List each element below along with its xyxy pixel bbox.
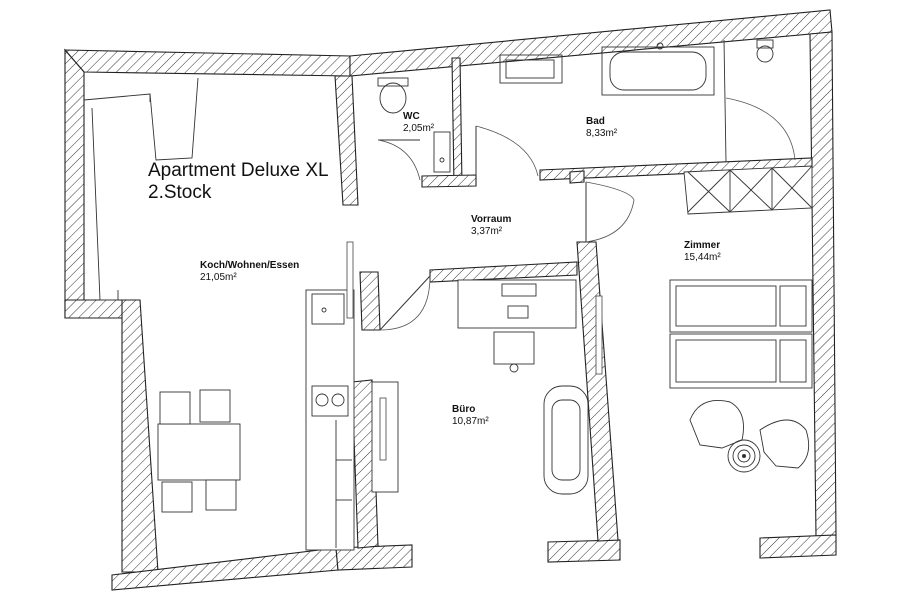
windows: [346, 241, 603, 461]
room-name-bad: Bad: [586, 116, 605, 127]
room-area-vorraum: 3,37m²: [471, 226, 503, 237]
monitor: [507, 305, 529, 319]
bathtub: [601, 46, 715, 96]
room-name-koch: Koch/Wohnen/Essen: [200, 260, 299, 271]
wall-bottom-mid-2: [547, 539, 621, 563]
room-name-zimmer: Zimmer: [684, 240, 720, 251]
wall-top-left: [63, 49, 351, 77]
window-vorraum: [346, 241, 354, 319]
chair-4: [205, 479, 237, 511]
toilet-tank: [377, 77, 409, 87]
buero-sofa: [543, 385, 589, 495]
room-name-wc: WC: [403, 111, 420, 122]
laptop: [501, 283, 537, 297]
koch-furniture: [83, 77, 355, 551]
chair-2: [199, 389, 231, 423]
lounge-outline: [83, 77, 199, 161]
room-area-bad: 8,33m²: [586, 128, 618, 139]
chair-office: [493, 331, 535, 365]
wall-left-upper: [64, 48, 85, 319]
dining-table: [157, 423, 241, 481]
wc-door-arc: [377, 139, 421, 181]
lounge-inner: [91, 107, 119, 301]
bad-door-arc: [475, 125, 539, 177]
wall-buero-top: [429, 261, 578, 283]
bad-fixtures: [499, 39, 796, 163]
bad-toilet: [756, 45, 774, 63]
wall-wc-bad: [451, 57, 463, 187]
window-zimmer: [595, 295, 603, 375]
wardrobe: [683, 165, 813, 215]
armchair-left: [689, 400, 744, 449]
labels: Apartment Deluxe XL 2.Stock WC 2,05m² Ba…: [148, 111, 721, 427]
wall-left-lower: [121, 299, 159, 573]
exterior-walls: [63, 9, 837, 591]
buero-furniture: [371, 279, 589, 495]
sink: [311, 293, 345, 325]
desk: [457, 279, 577, 329]
room-area-koch: 21,05m²: [200, 272, 237, 283]
wall-right: [809, 31, 837, 538]
wall-bottom-right: [759, 534, 837, 559]
chair-3: [161, 481, 193, 513]
shower-door-arc: [725, 97, 796, 161]
zimmer-furniture: [669, 165, 813, 473]
wall-bottom-mid-1: [335, 544, 413, 571]
bad-vanity: [499, 54, 563, 84]
room-area-buero: 10,87m²: [452, 416, 489, 427]
interior-walls: [334, 57, 813, 549]
wall-top-right: [349, 9, 833, 77]
wall-vorraum-left: [359, 271, 381, 331]
wall-koch-buero: [351, 379, 379, 549]
room-area-zimmer: 15,44m²: [684, 252, 721, 263]
buero-door-arc: [379, 275, 431, 331]
bed-lower: [669, 333, 813, 389]
wc-basin: [433, 131, 451, 173]
room-area-wc: 2,05m²: [403, 123, 435, 134]
zimmer-door-arc: [585, 181, 635, 243]
bed-upper: [669, 279, 813, 333]
wc-fixtures: [377, 77, 451, 173]
room-name-buero: Büro: [452, 404, 475, 415]
wall-wc-bottom: [421, 174, 477, 188]
window-buero: [379, 397, 387, 461]
kitchen-counter: [305, 289, 355, 551]
plan-title-line2: 2.Stock: [148, 182, 212, 203]
armchair-right: [759, 419, 810, 469]
toilet-bowl: [379, 82, 407, 114]
wall-buero-zimmer: [576, 241, 619, 542]
stove: [311, 385, 349, 417]
round-rug: [727, 439, 761, 473]
chair-1: [159, 391, 191, 425]
plan-title-line1: Apartment Deluxe XL: [148, 160, 329, 181]
room-name-vorraum: Vorraum: [471, 214, 511, 225]
wall-bad-bottom-stub: [569, 170, 585, 184]
wall-koch-wc: [334, 75, 359, 206]
doors: [377, 125, 635, 331]
